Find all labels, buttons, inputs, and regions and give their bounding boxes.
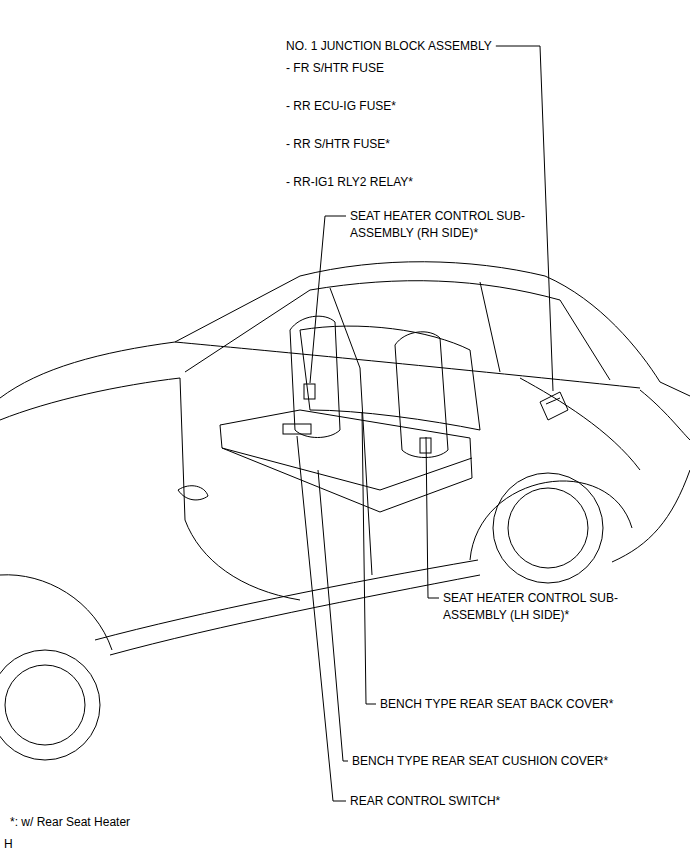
part-label: - RR-IG1 RLY2 RELAY* <box>286 174 413 191</box>
leader-line <box>362 412 376 704</box>
part-label: SEAT HEATER CONTROL SUB-ASSEMBLY (LH SID… <box>443 590 618 624</box>
part-label: - RR ECU-IG FUSE* <box>286 98 396 115</box>
part-label: - FR S/HTR FUSE <box>286 60 384 77</box>
part-label: BENCH TYPE REAR SEAT CUSHION COVER* <box>352 753 608 770</box>
part-label: NO. 1 JUNCTION BLOCK ASSEMBLY <box>286 38 492 55</box>
part-label: - RR S/HTR FUSE* <box>286 136 390 153</box>
part-label: *: w/ Rear Seat Heater <box>10 814 130 831</box>
leader-line <box>426 437 439 598</box>
part-label: BENCH TYPE REAR SEAT BACK COVER* <box>380 696 613 713</box>
leader-line <box>318 470 348 761</box>
part-label: H <box>4 836 13 853</box>
part-label: SEAT HEATER CONTROL SUB-ASSEMBLY (RH SID… <box>350 208 525 242</box>
leader-line <box>310 216 346 383</box>
leader-line <box>297 436 346 801</box>
part-label: REAR CONTROL SWITCH* <box>350 793 500 810</box>
